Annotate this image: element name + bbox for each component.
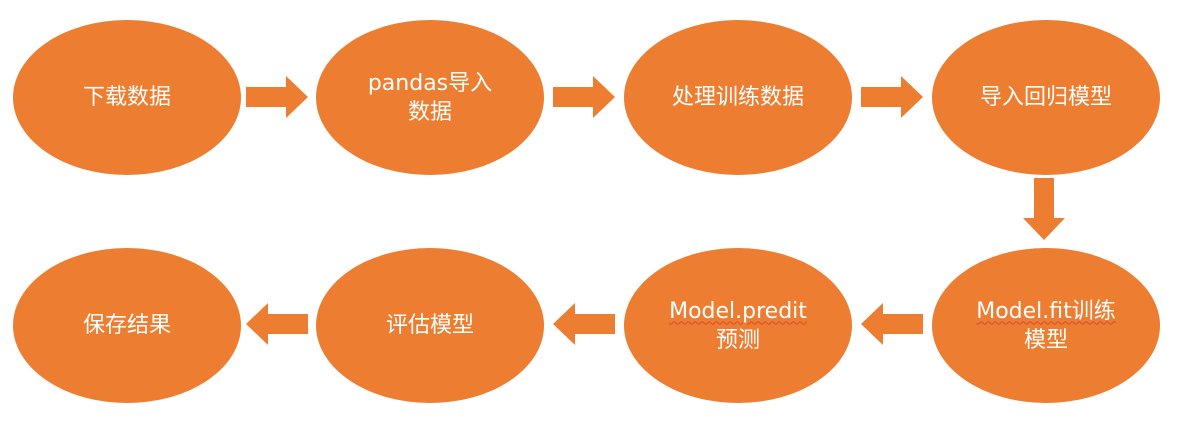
node-label-line1: Model.predit [669, 298, 807, 324]
node-process-training-data: 处理训练数据 [624, 20, 852, 175]
node-save-results: 保存结果 [13, 248, 241, 403]
node-evaluate-model: 评估模型 [316, 248, 544, 403]
arrow-down-icon [1023, 178, 1065, 240]
arrow-right-icon [861, 76, 923, 118]
node-label-line2: 数据 [407, 99, 452, 125]
arrow-left-icon [553, 303, 615, 345]
node-label-line2: 模型 [1023, 327, 1068, 353]
node-label: 保存结果 [82, 313, 171, 338]
arrow-left-icon [246, 303, 308, 345]
node-download-data: 下载数据 [13, 20, 241, 175]
node-model-predit: Model.predit 预测 [624, 248, 852, 403]
arrow-left-icon [861, 303, 923, 345]
node-label-line1: pandas导入 [367, 70, 493, 96]
node-label-line2: 预测 [715, 327, 760, 353]
node-label-line1: Model.fit训练 [976, 298, 1116, 324]
node-label: 处理训练数据 [671, 85, 804, 110]
node-import-regression-model: 导入回归模型 [932, 20, 1160, 175]
node-label: 评估模型 [385, 313, 474, 338]
node-model-fit: Model.fit训练 模型 [932, 248, 1160, 403]
node-pandas-import: pandas导入 数据 [316, 20, 544, 175]
arrow-right-icon [246, 76, 308, 118]
node-label: 下载数据 [82, 85, 171, 110]
arrow-right-icon [553, 76, 615, 118]
node-label: 导入回归模型 [979, 85, 1112, 110]
